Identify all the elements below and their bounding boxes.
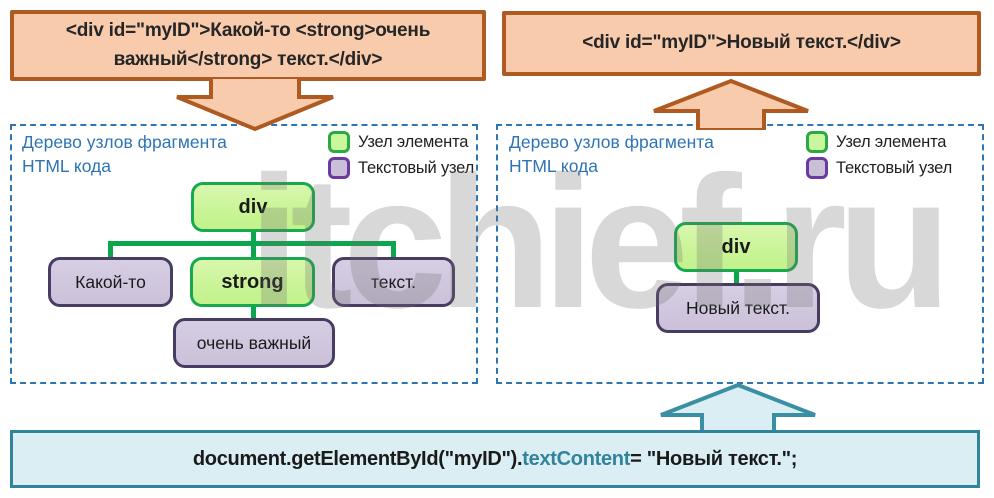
tree-connector [734, 269, 739, 285]
js-code-property: textContent [522, 447, 631, 470]
js-code-box: document.getElementById("myID").textCont… [10, 430, 980, 488]
legend-label: Текстовый узел [836, 158, 953, 177]
js-code-suffix: = "Новый текст."; [630, 447, 798, 470]
text-node-swatch-icon [328, 157, 350, 179]
tree-node-div-after: div [674, 222, 798, 272]
tree-connector [391, 241, 396, 259]
tree-node-div: div [191, 182, 315, 232]
tree-node-text-ochen-vazhny: очень важный [173, 318, 335, 368]
tree-connector [108, 241, 396, 246]
legend-left: Узел элемента Текстовый узел [328, 131, 474, 179]
legend-label: Узел элемента [836, 132, 947, 151]
tree-node-text-kakoyto: Какой-то [48, 257, 173, 307]
html-code-before-box: <div id="myID">Какой-то <strong>очень ва… [10, 10, 486, 81]
legend-right: Узел элемента Текстовый узел [806, 131, 952, 179]
arrow-down-icon [176, 77, 334, 132]
js-code-prefix: document.getElementById("myID"). [192, 447, 523, 470]
element-node-swatch-icon [806, 131, 828, 153]
legend-row-text-node: Текстовый узел [328, 157, 474, 179]
tree-node-text-novy: Новый текст. [656, 283, 820, 333]
html-code-after-box: <div id="myID">Новый текст.</div> [502, 11, 981, 76]
legend-row-element-node: Узел элемента [328, 131, 474, 153]
legend-row-text-node: Текстовый узел [806, 157, 952, 179]
tree-node-strong: strong [190, 257, 315, 307]
text-node-swatch-icon [806, 157, 828, 179]
arrow-up-icon [653, 78, 809, 130]
element-node-swatch-icon [328, 131, 350, 153]
legend-label: Текстовый узел [358, 158, 475, 177]
tree-connector [108, 241, 113, 259]
arrow-up-teal-icon [660, 382, 816, 433]
panel-title-left: Дерево узлов фрагмента HTML кода [22, 132, 227, 176]
tree-node-text-tekst: текст. [332, 257, 455, 307]
legend-label: Узел элемента [358, 132, 469, 151]
panel-title-right: Дерево узлов фрагмента HTML кода [509, 132, 714, 176]
legend-row-element-node: Узел элемента [806, 131, 952, 153]
tree-connector [251, 304, 256, 320]
